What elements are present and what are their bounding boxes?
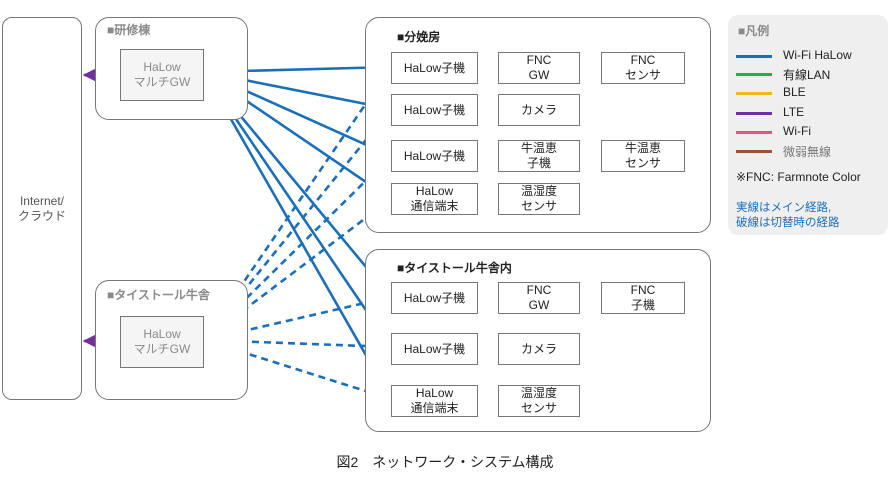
legend-label: Wi-Fi HaLow: [783, 48, 852, 62]
legend-item-wifi: Wi-Fi: [736, 124, 886, 139]
legend-item-lan: 有線LAN: [736, 67, 886, 82]
bunben-gyuonkei-sensor: 牛温恵 センサ: [601, 140, 685, 172]
bunben-halow-child-1: HaLow子機: [391, 52, 478, 84]
legend-swatch: [736, 73, 772, 76]
legend-title: ■凡例: [738, 24, 770, 38]
legend-label: LTE: [783, 105, 805, 119]
legend-label: BLE: [783, 85, 806, 99]
legend-swatch: [736, 92, 772, 95]
legend-fnc-note: ※FNC: Farmnote Color: [736, 170, 861, 184]
taistall-multi-gw: HaLow マルチGW: [120, 316, 204, 368]
group-bunben-title: ■分娩房: [397, 30, 441, 44]
kenshu-multi-gw: HaLow マルチGW: [120, 49, 204, 101]
legend-line-style-note: 実線はメイン経路, 破線は切替時の経路: [736, 202, 840, 229]
bunben-fnc-sensor: FNC センサ: [601, 52, 685, 84]
legend-swatch: [736, 150, 772, 153]
legend: ■凡例 Wi-Fi HaLow 有線LAN BLE LTE Wi-Fi 微弱無線…: [728, 15, 888, 235]
legend-swatch: [736, 112, 772, 115]
bunben-halow-child-2: HaLow子機: [391, 94, 478, 126]
legend-label: 有線LAN: [783, 68, 831, 82]
taistall-camera: カメラ: [498, 333, 580, 365]
legend-swatch: [736, 55, 772, 58]
bunben-gyuonkei-child: 牛温恵 子機: [498, 140, 580, 172]
bunben-halow-terminal: HaLow 通信端末: [391, 183, 478, 215]
bunben-fnc-gw: FNC GW: [498, 52, 580, 84]
legend-swatch: [736, 131, 772, 134]
group-taistall-right-title: ■タイストール牛舎内: [397, 261, 512, 275]
bunben-camera: カメラ: [498, 94, 580, 126]
group-taistall-left-title: ■タイストール牛舎: [107, 288, 210, 302]
legend-item-halow: Wi-Fi HaLow: [736, 48, 886, 63]
legend-item-lte: LTE: [736, 105, 886, 120]
taistall-halow-child-1: HaLow子機: [391, 282, 478, 314]
bunben-halow-child-3: HaLow子機: [391, 140, 478, 172]
legend-label: Wi-Fi: [783, 124, 811, 138]
figure-caption: 図2 ネットワーク・システム構成: [336, 454, 554, 470]
legend-label: 微弱無線: [783, 145, 832, 159]
taistall-fnc-gw: FNC GW: [498, 282, 580, 314]
bunben-temp-humidity-sensor: 温湿度 センサ: [498, 183, 580, 215]
taistall-halow-terminal: HaLow 通信端末: [391, 385, 478, 417]
taistall-fnc-child: FNC 子機: [601, 282, 685, 314]
taistall-temp-humidity-sensor: 温湿度 センサ: [498, 385, 580, 417]
taistall-halow-child-2: HaLow子機: [391, 333, 478, 365]
legend-item-weak-radio: 微弱無線: [736, 144, 886, 159]
legend-item-ble: BLE: [736, 85, 886, 100]
group-kenshu-title: ■研修棟: [107, 23, 151, 37]
internet-cloud: Internet/ クラウド: [2, 17, 82, 400]
